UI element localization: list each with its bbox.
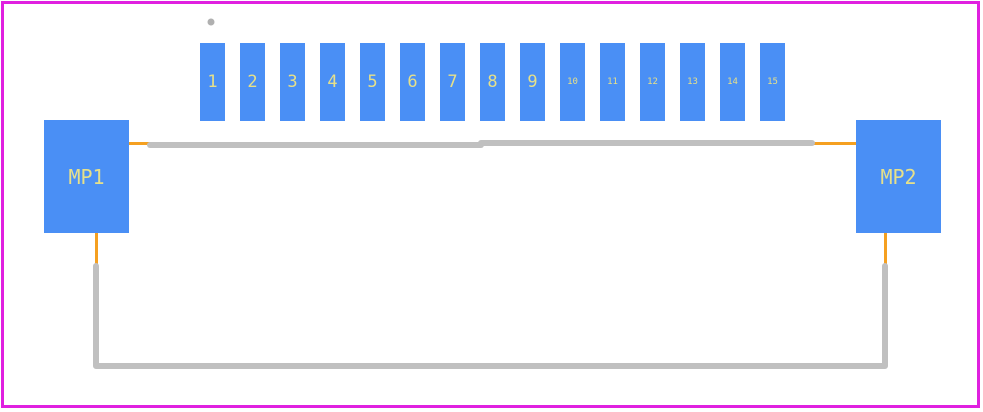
signal-pad-label: 8 xyxy=(487,71,498,92)
mounting-pad-mp2[interactable]: MP2 xyxy=(856,120,941,233)
signal-pad-2[interactable]: 2 xyxy=(240,43,265,121)
signal-pad-4[interactable]: 4 xyxy=(320,43,345,121)
signal-pad-14[interactable]: 14 xyxy=(720,43,745,121)
signal-pad-label: 4 xyxy=(327,71,338,92)
signal-pad-label: 1 xyxy=(207,71,218,92)
signal-pad-label: 14 xyxy=(727,76,738,87)
signal-pad-label: 12 xyxy=(647,76,658,87)
signal-pad-label: 5 xyxy=(367,71,378,92)
signal-pad-7[interactable]: 7 xyxy=(440,43,465,121)
mounting-pad-label: MP1 xyxy=(68,164,105,189)
signal-pad-10[interactable]: 10 xyxy=(560,43,585,121)
signal-pad-9[interactable]: 9 xyxy=(520,43,545,121)
signal-pad-3[interactable]: 3 xyxy=(280,43,305,121)
pin1-marker xyxy=(207,18,215,26)
signal-pad-11[interactable]: 11 xyxy=(600,43,625,121)
signal-pad-6[interactable]: 6 xyxy=(400,43,425,121)
signal-pad-15[interactable]: 15 xyxy=(760,43,785,121)
signal-pad-label: 6 xyxy=(407,71,418,92)
signal-pad-label: 7 xyxy=(447,71,458,92)
mounting-pad-mp1[interactable]: MP1 xyxy=(44,120,129,233)
signal-pad-1[interactable]: 1 xyxy=(200,43,225,121)
signal-pad-label: 3 xyxy=(287,71,298,92)
signal-pad-label: 11 xyxy=(607,76,618,87)
signal-pad-label: 13 xyxy=(687,76,698,87)
signal-pad-12[interactable]: 12 xyxy=(640,43,665,121)
signal-pad-label: 10 xyxy=(567,76,578,87)
signal-pad-8[interactable]: 8 xyxy=(480,43,505,121)
signal-pad-5[interactable]: 5 xyxy=(360,43,385,121)
signal-pad-label: 2 xyxy=(247,71,258,92)
mounting-pad-label: MP2 xyxy=(880,164,917,189)
signal-pad-label: 9 xyxy=(527,71,538,92)
silkscreen-bottom-outline xyxy=(93,263,888,369)
signal-pad-label: 15 xyxy=(767,76,778,87)
signal-pad-13[interactable]: 13 xyxy=(680,43,705,121)
